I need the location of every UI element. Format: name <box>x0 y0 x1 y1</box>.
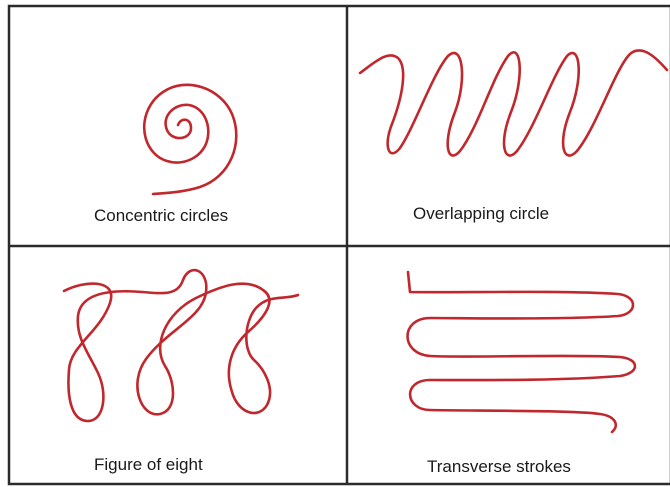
overlapping-loops-stroke <box>360 50 667 155</box>
transverse-strokes-stroke <box>408 272 636 432</box>
panel-label-concentric-circles: Concentric circles <box>94 206 228 226</box>
spiral-stroke <box>144 85 236 194</box>
panel-label-overlapping-circle: Overlapping circle <box>413 204 549 224</box>
panel-label-figure-of-eight: Figure of eight <box>94 455 203 475</box>
panel-label-transverse-strokes: Transverse strokes <box>427 457 571 477</box>
figure-eight-stroke <box>64 270 298 421</box>
